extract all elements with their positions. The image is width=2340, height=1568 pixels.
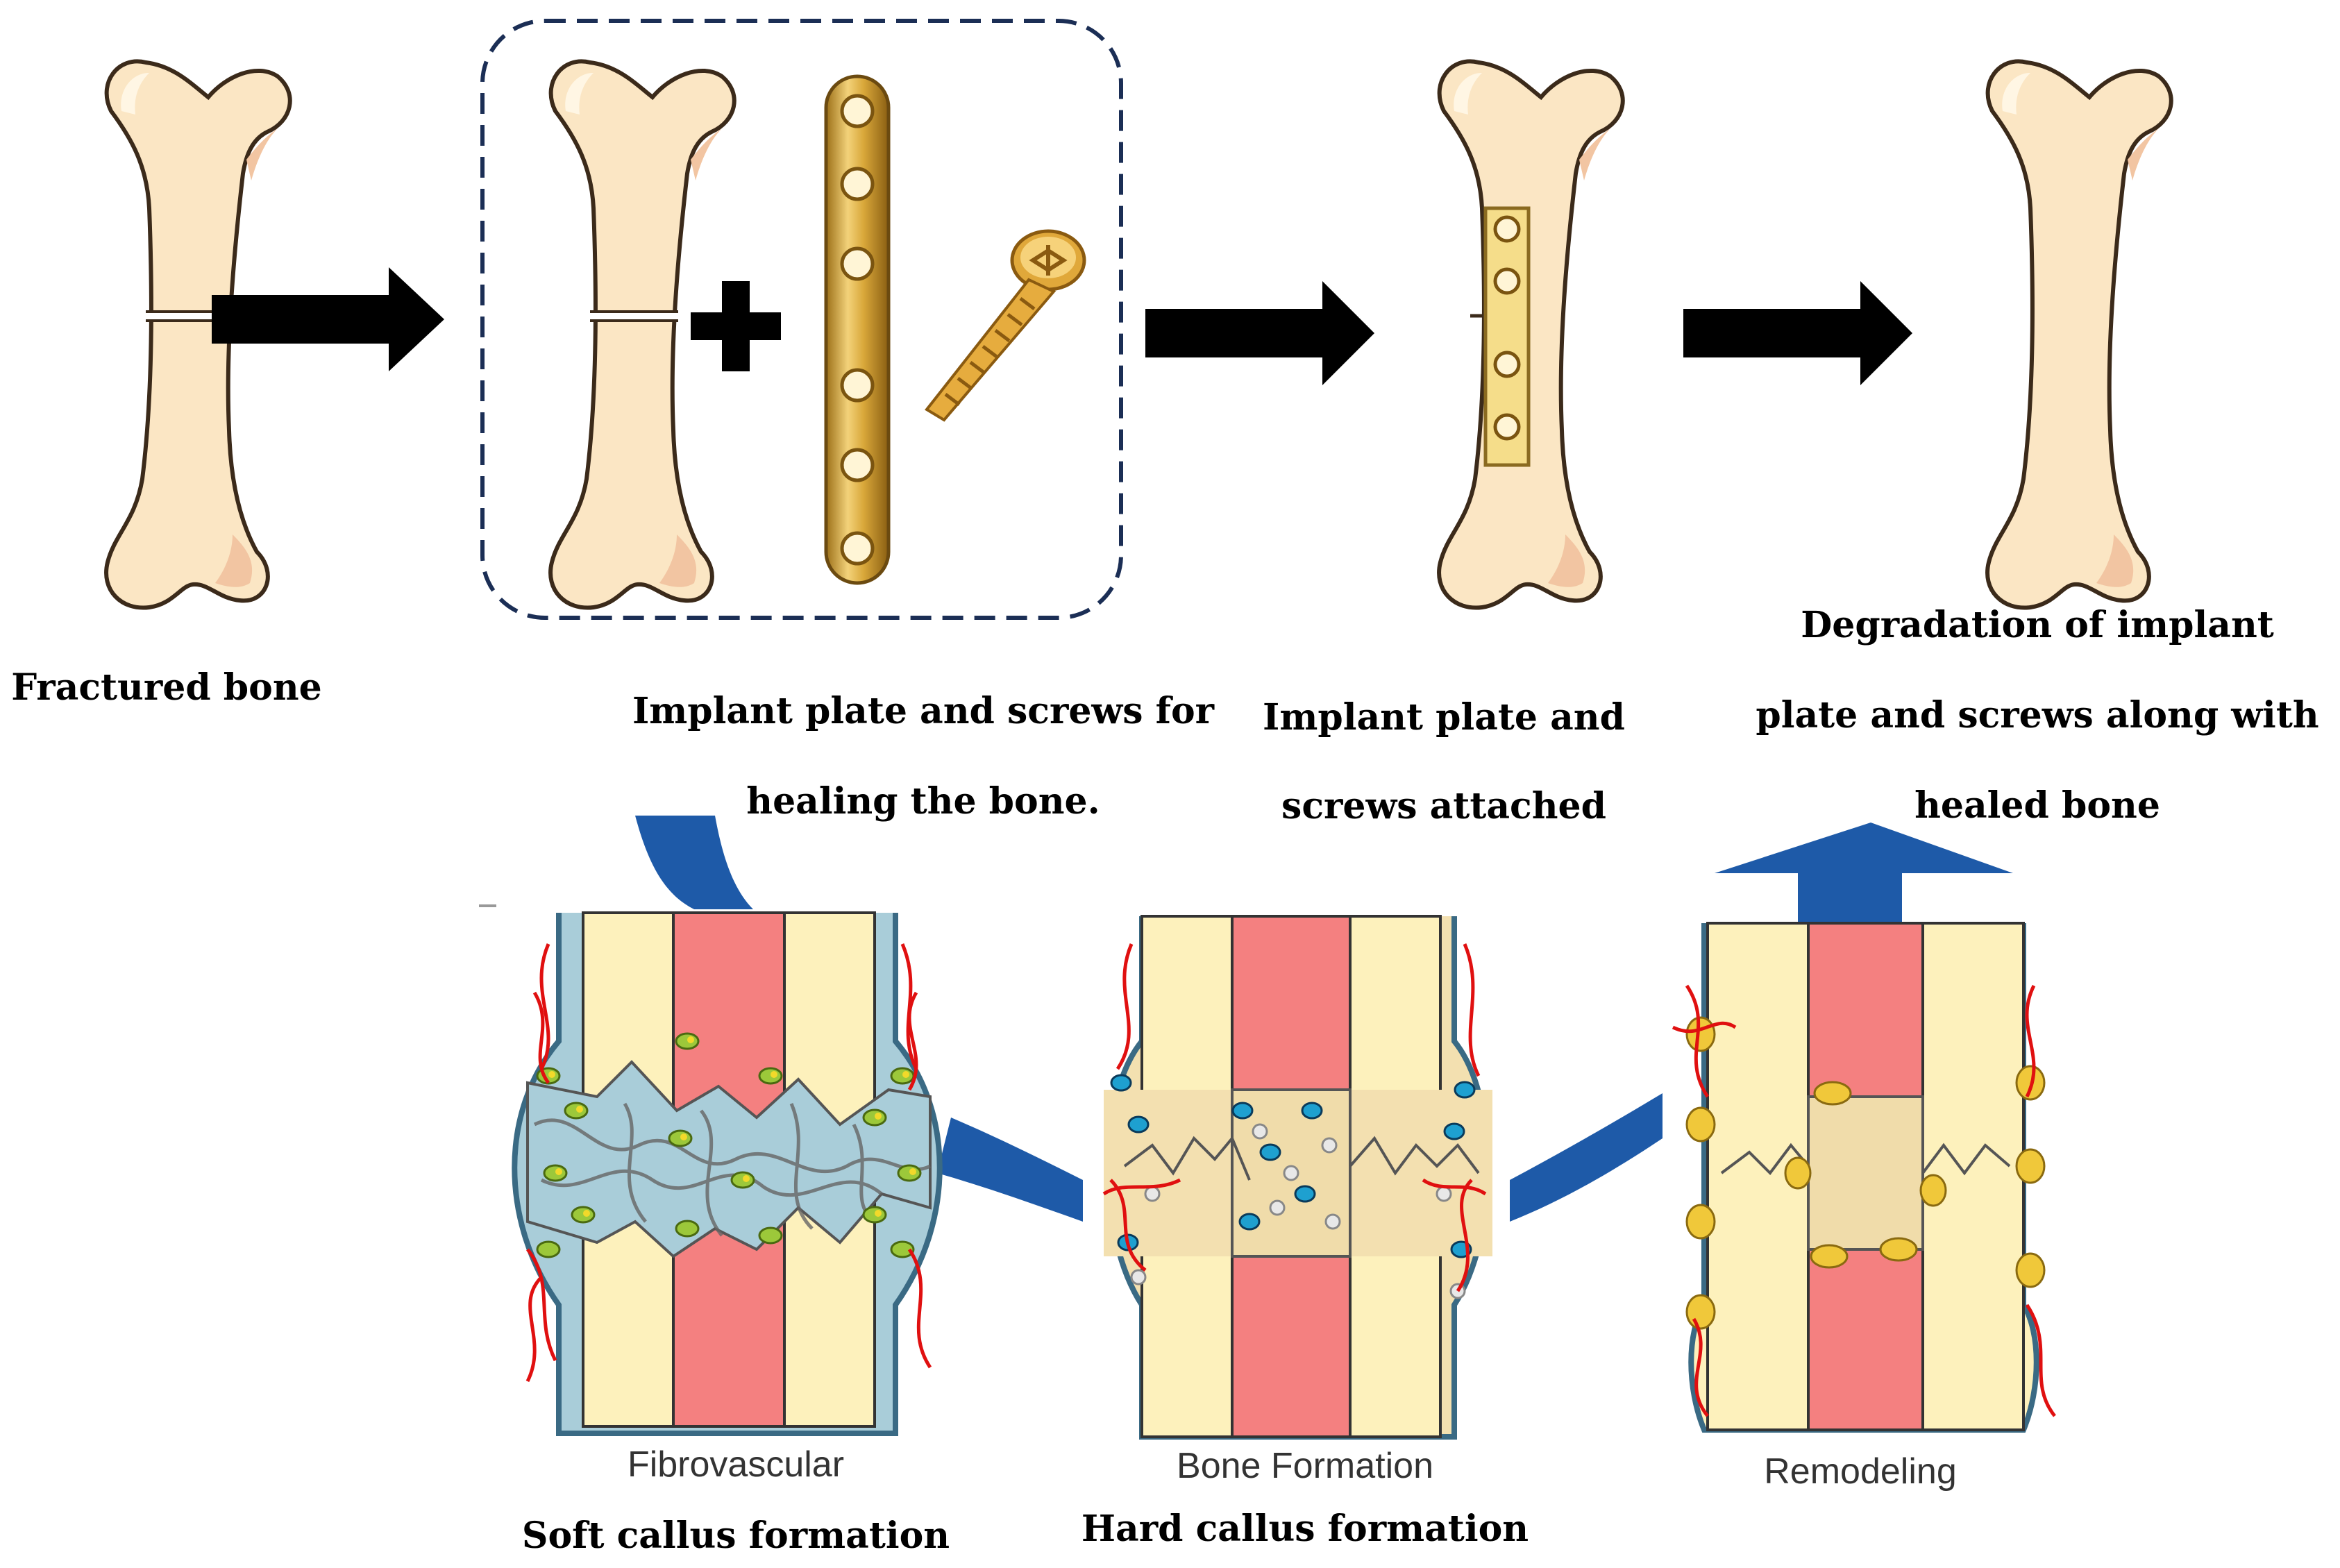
degradation-label: Degradation of implant plate and screws … [1735,580,2339,851]
blue-arrow-up [1715,823,2013,927]
degradation-line3: healed bone [1914,784,2160,827]
remodeling-title: Remodeling [1764,1451,1957,1492]
right-arrow-3 [1683,281,1912,385]
bone-formation-title: Bone Formation [1177,1446,1433,1486]
blue-arrow-top-tail [635,816,753,909]
stage-remodeling [1672,922,2056,1433]
degradation-line2: plate and screws along with [1756,694,2319,736]
right-arrow-2 [1145,281,1374,385]
fractured-bone-2 [550,61,734,607]
screw-icon [927,231,1084,420]
implant-kit-box [480,19,1123,620]
fractured-bone-label: Fractured bone [7,665,326,711]
implant-kit-line2: healing the bone. [746,780,1100,823]
attached-label: Implant plate and screws attached [1249,673,1638,851]
healed-bone [1987,61,2171,607]
attached-line1: Implant plate and [1263,696,1625,739]
implant-kit-line1: Implant plate and screws for [632,690,1215,732]
implant-plate [824,74,891,585]
fractured-bone-text: Fractured bone [11,666,322,709]
blue-arrow-soft-to-hard [937,1118,1083,1222]
degradation-line1: Degradation of implant [1801,604,2274,646]
stage-fibrovascular [512,911,943,1436]
implant-kit-label: Implant plate and screws for healing the… [486,666,1361,847]
stage-bone-formation [1102,915,1492,1440]
bone-with-plate [1439,61,1623,607]
blue-arrow-hard-to-remodel [1510,1093,1663,1222]
attached-line2: screws attached [1281,785,1606,827]
fibrovascular-title: Fibrovascular [627,1444,845,1485]
plus-icon [691,281,781,371]
hard-callus-caption: Hard callus formation [1081,1508,1529,1550]
soft-callus-caption: Soft callus formation [521,1515,950,1557]
right-arrow-1 [212,267,444,371]
